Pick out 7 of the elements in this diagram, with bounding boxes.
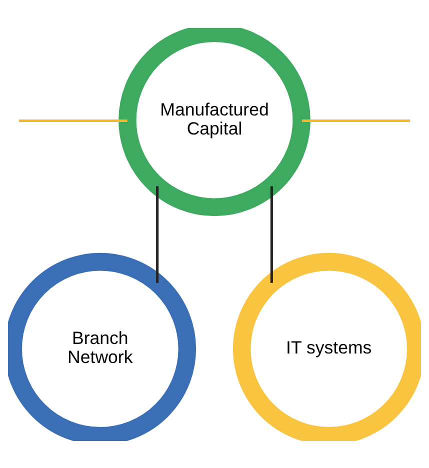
node-circle: Branch Network xyxy=(8,252,196,440)
connector xyxy=(302,119,410,122)
connector xyxy=(18,119,128,122)
connector xyxy=(270,186,273,282)
node-circle: IT systems xyxy=(232,252,421,440)
node-circle: Manufactured Capital xyxy=(118,28,310,216)
connector xyxy=(156,186,159,282)
